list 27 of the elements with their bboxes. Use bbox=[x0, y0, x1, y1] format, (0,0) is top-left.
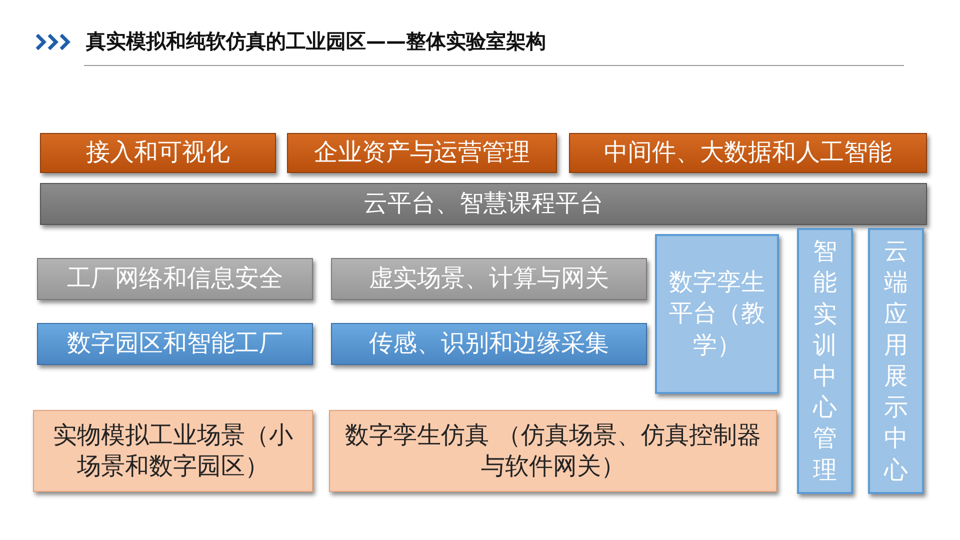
node-label: 数字孪生仿真 （仿真场景、仿真控制器与软件网关） bbox=[344, 420, 762, 482]
node-label: 工厂网络和信息安全 bbox=[67, 263, 283, 294]
node-label: 传感、识别和边缘采集 bbox=[369, 328, 609, 360]
layer-box bbox=[37, 258, 313, 300]
layer-box bbox=[40, 133, 276, 173]
scenario-box bbox=[33, 410, 313, 492]
node-label: 实物模拟工业场景（小场景和数字园区） bbox=[52, 420, 294, 482]
layer-box bbox=[569, 133, 927, 173]
node-label: 云端应用展示中心 bbox=[884, 236, 908, 486]
node-label: 数字孪生平台（教学） bbox=[668, 267, 766, 361]
column-box bbox=[655, 234, 779, 394]
column-box bbox=[868, 228, 924, 494]
node-label: 智能实训中心管理 bbox=[813, 236, 837, 486]
layer-box bbox=[331, 258, 647, 300]
layer-box bbox=[331, 323, 647, 365]
node-label: 虚实场景、计算与网关 bbox=[369, 263, 609, 294]
layer-box bbox=[37, 323, 313, 365]
node-label: 接入和可视化 bbox=[86, 137, 230, 168]
node-label: 企业资产与运营管理 bbox=[314, 137, 530, 168]
node-label: 中间件、大数据和人工智能 bbox=[604, 137, 892, 168]
node-label: 云平台、智慧课程平台 bbox=[364, 188, 604, 220]
title: 真实模拟和纯软仿真的工业园区——整体实验室架构 bbox=[86, 28, 546, 55]
platform-bar bbox=[40, 183, 927, 225]
layer-box bbox=[287, 133, 557, 173]
node-label: 数字园区和智能工厂 bbox=[67, 328, 283, 360]
column-box bbox=[797, 228, 853, 494]
scenario-box bbox=[329, 410, 777, 492]
